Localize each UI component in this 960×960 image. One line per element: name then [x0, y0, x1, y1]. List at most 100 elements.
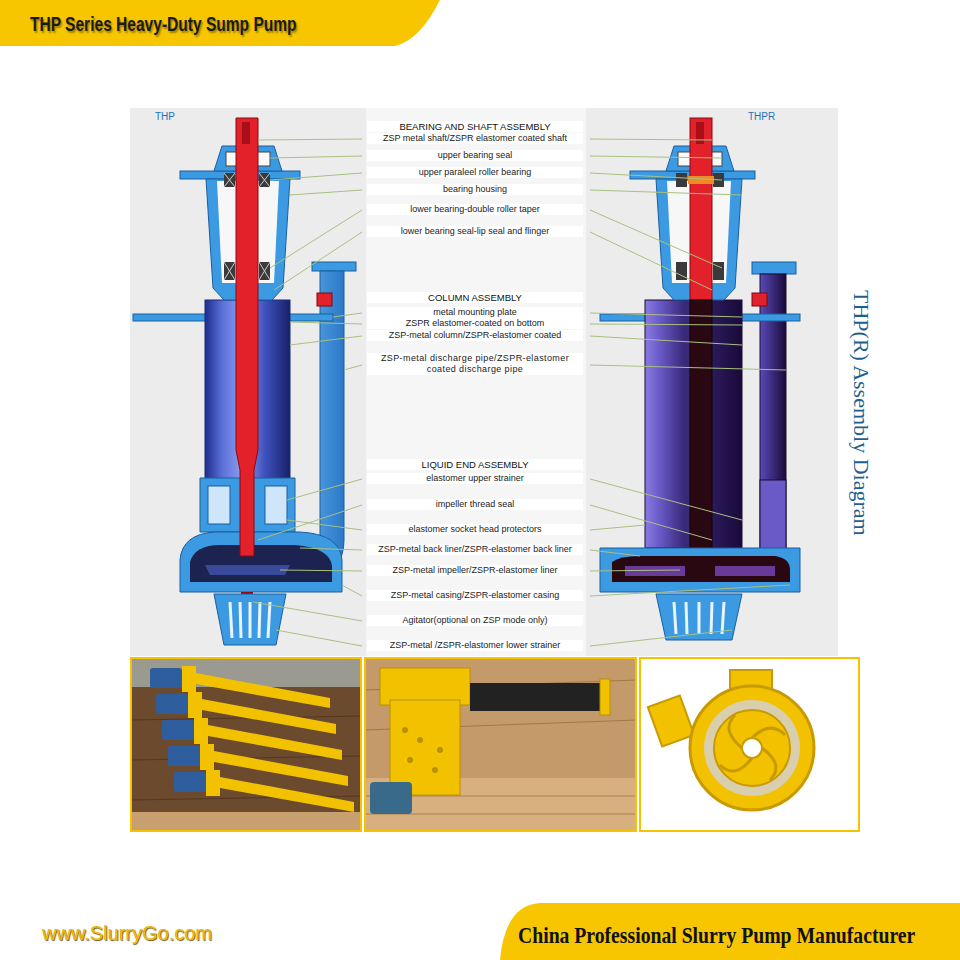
- part-label: ZSP-metal /ZSPR-elastomer lower strainer: [367, 640, 583, 651]
- photo-pump-casing: [704, 700, 800, 796]
- photo-frames: [640, 658, 859, 831]
- thpr-pump-section: [674, 602, 676, 634]
- page-title: THP Series Heavy-Duty Sump Pump: [30, 11, 297, 36]
- photo-pumps-on-floor: [206, 770, 220, 796]
- leader-lines: [344, 365, 362, 370]
- thpr-pump-section: [690, 118, 712, 300]
- thpr-pump-section: [698, 602, 701, 634]
- photo-pumps-on-floor: [130, 657, 362, 832]
- part-label: bearing housing: [367, 184, 583, 195]
- thpr-pump-section: [600, 118, 800, 640]
- thpr-pump-section: [690, 300, 712, 556]
- thp-pump-section: [240, 602, 241, 638]
- part-label: ZSPR elastomer-coated on bottom: [367, 318, 583, 329]
- photo-pumps-on-floor: [150, 668, 182, 688]
- thp-pump-section: [259, 602, 260, 638]
- part-label: ZSP metal shaft/ZSPR elastomer coated sh…: [367, 133, 583, 144]
- leader-lines: [258, 505, 362, 540]
- photo-pump-casing: [648, 695, 694, 746]
- photo-pump-in-crate: [407, 757, 413, 763]
- photo-pump-in-crate: [364, 778, 637, 832]
- thp-pump-section: [259, 262, 270, 280]
- leader-lines: [287, 479, 362, 500]
- leader-lines: [280, 570, 362, 571]
- thpr-pump-section: [656, 594, 742, 640]
- thp-pump-section: [265, 486, 287, 524]
- leader-lines: [590, 585, 790, 596]
- leader-lines: [590, 336, 742, 345]
- thp-pump-section: [259, 262, 270, 280]
- website-url: www.SlurryGo.com: [42, 921, 212, 945]
- part-label: elastomer upper strainer: [367, 473, 583, 484]
- thpr-pump-section: [760, 480, 786, 550]
- leader-lines: [590, 550, 640, 556]
- photo-pump-in-crate: [437, 747, 443, 753]
- thp-pump-section: [208, 486, 230, 524]
- part-label: ZSP-metal back liner/ZSPR-elastomer back…: [367, 544, 583, 555]
- photo-pumps-on-floor: [174, 770, 354, 812]
- part-label: upper paraleel roller bearing: [367, 167, 583, 178]
- thp-pump-section: [133, 118, 356, 645]
- thp-pump-section: [205, 565, 290, 575]
- diagram-panel: [130, 108, 838, 656]
- leader-lines: [590, 313, 742, 317]
- leader-lines: [290, 336, 362, 345]
- leader-lines: [342, 585, 362, 596]
- thpr-pump-section: [711, 602, 712, 634]
- thp-pump-section: [242, 122, 250, 144]
- photo-pump-casing: [762, 748, 776, 780]
- photo-pump-casing: [729, 715, 742, 748]
- leader-lines: [590, 630, 732, 646]
- thp-pump-section: [317, 293, 332, 306]
- thp-pump-section: [312, 262, 356, 271]
- thpr-pump-section: [752, 293, 767, 306]
- group-heading: BEARING AND SHAFT ASSEMBLY: [367, 121, 583, 132]
- photo-pump-casing: [720, 715, 785, 780]
- photo-pumps-on-floor: [200, 744, 214, 770]
- photo-pump-casing: [742, 738, 762, 758]
- leader-lines: [590, 190, 742, 195]
- leader-lines: [270, 210, 362, 268]
- photo-pump-in-crate: [402, 727, 443, 773]
- thpr-pump-section: [715, 566, 775, 576]
- leader-lines: [590, 479, 742, 520]
- photo-pump-casing: [720, 758, 752, 771]
- leader-lines: [270, 173, 362, 180]
- photo-pumps-on-floor: [156, 694, 188, 714]
- photo-pumps-on-floor: [194, 718, 208, 744]
- leader-lines: [290, 322, 362, 324]
- photo-pump-in-crate: [470, 683, 600, 711]
- photo-pump-in-crate: [402, 727, 408, 733]
- diagram-panel: [366, 108, 586, 656]
- pump-model-tag: THPR: [748, 111, 775, 123]
- leader-lines: [276, 630, 362, 646]
- thpr-pump-section: [676, 173, 687, 187]
- leader-lines: [300, 548, 362, 550]
- banners: [500, 903, 960, 960]
- leader-lines: [287, 520, 362, 530]
- photo-pump-in-crate: [364, 657, 637, 832]
- part-label: impeller thread seal: [367, 499, 583, 510]
- leader-lines: [270, 156, 362, 158]
- part-label: ZSP-metal casing/ZSPR-elastomer casing: [367, 590, 583, 601]
- thp-pump-section: [259, 173, 270, 187]
- side-title: THP(R) Assembly Diagram: [850, 290, 872, 536]
- thp-pump-section: [230, 602, 232, 638]
- thp-pump-section: [224, 173, 235, 187]
- leader-lines: [274, 232, 362, 290]
- thp-pump-section: [259, 173, 270, 187]
- thpr-pump-section: [696, 122, 704, 144]
- photo-frames: [131, 658, 361, 831]
- thp-pump-section: [180, 532, 342, 592]
- photo-pump-in-crate: [390, 700, 460, 795]
- part-label: ZSP-metal discharge pipe/ZSPR-elastomer …: [367, 353, 583, 375]
- photo-pump-in-crate: [380, 668, 470, 705]
- photo-pump-casing: [690, 686, 814, 810]
- photo-pump-in-crate: [600, 679, 610, 715]
- thp-pump-section: [224, 262, 235, 280]
- slogan: China Professional Slurry Pump Manufactu…: [518, 921, 915, 950]
- part-label: ZSP-metal column/ZSPR-elastomer coated: [367, 330, 583, 341]
- photo-pumps-on-floor: [220, 777, 354, 812]
- banners: [0, 0, 440, 46]
